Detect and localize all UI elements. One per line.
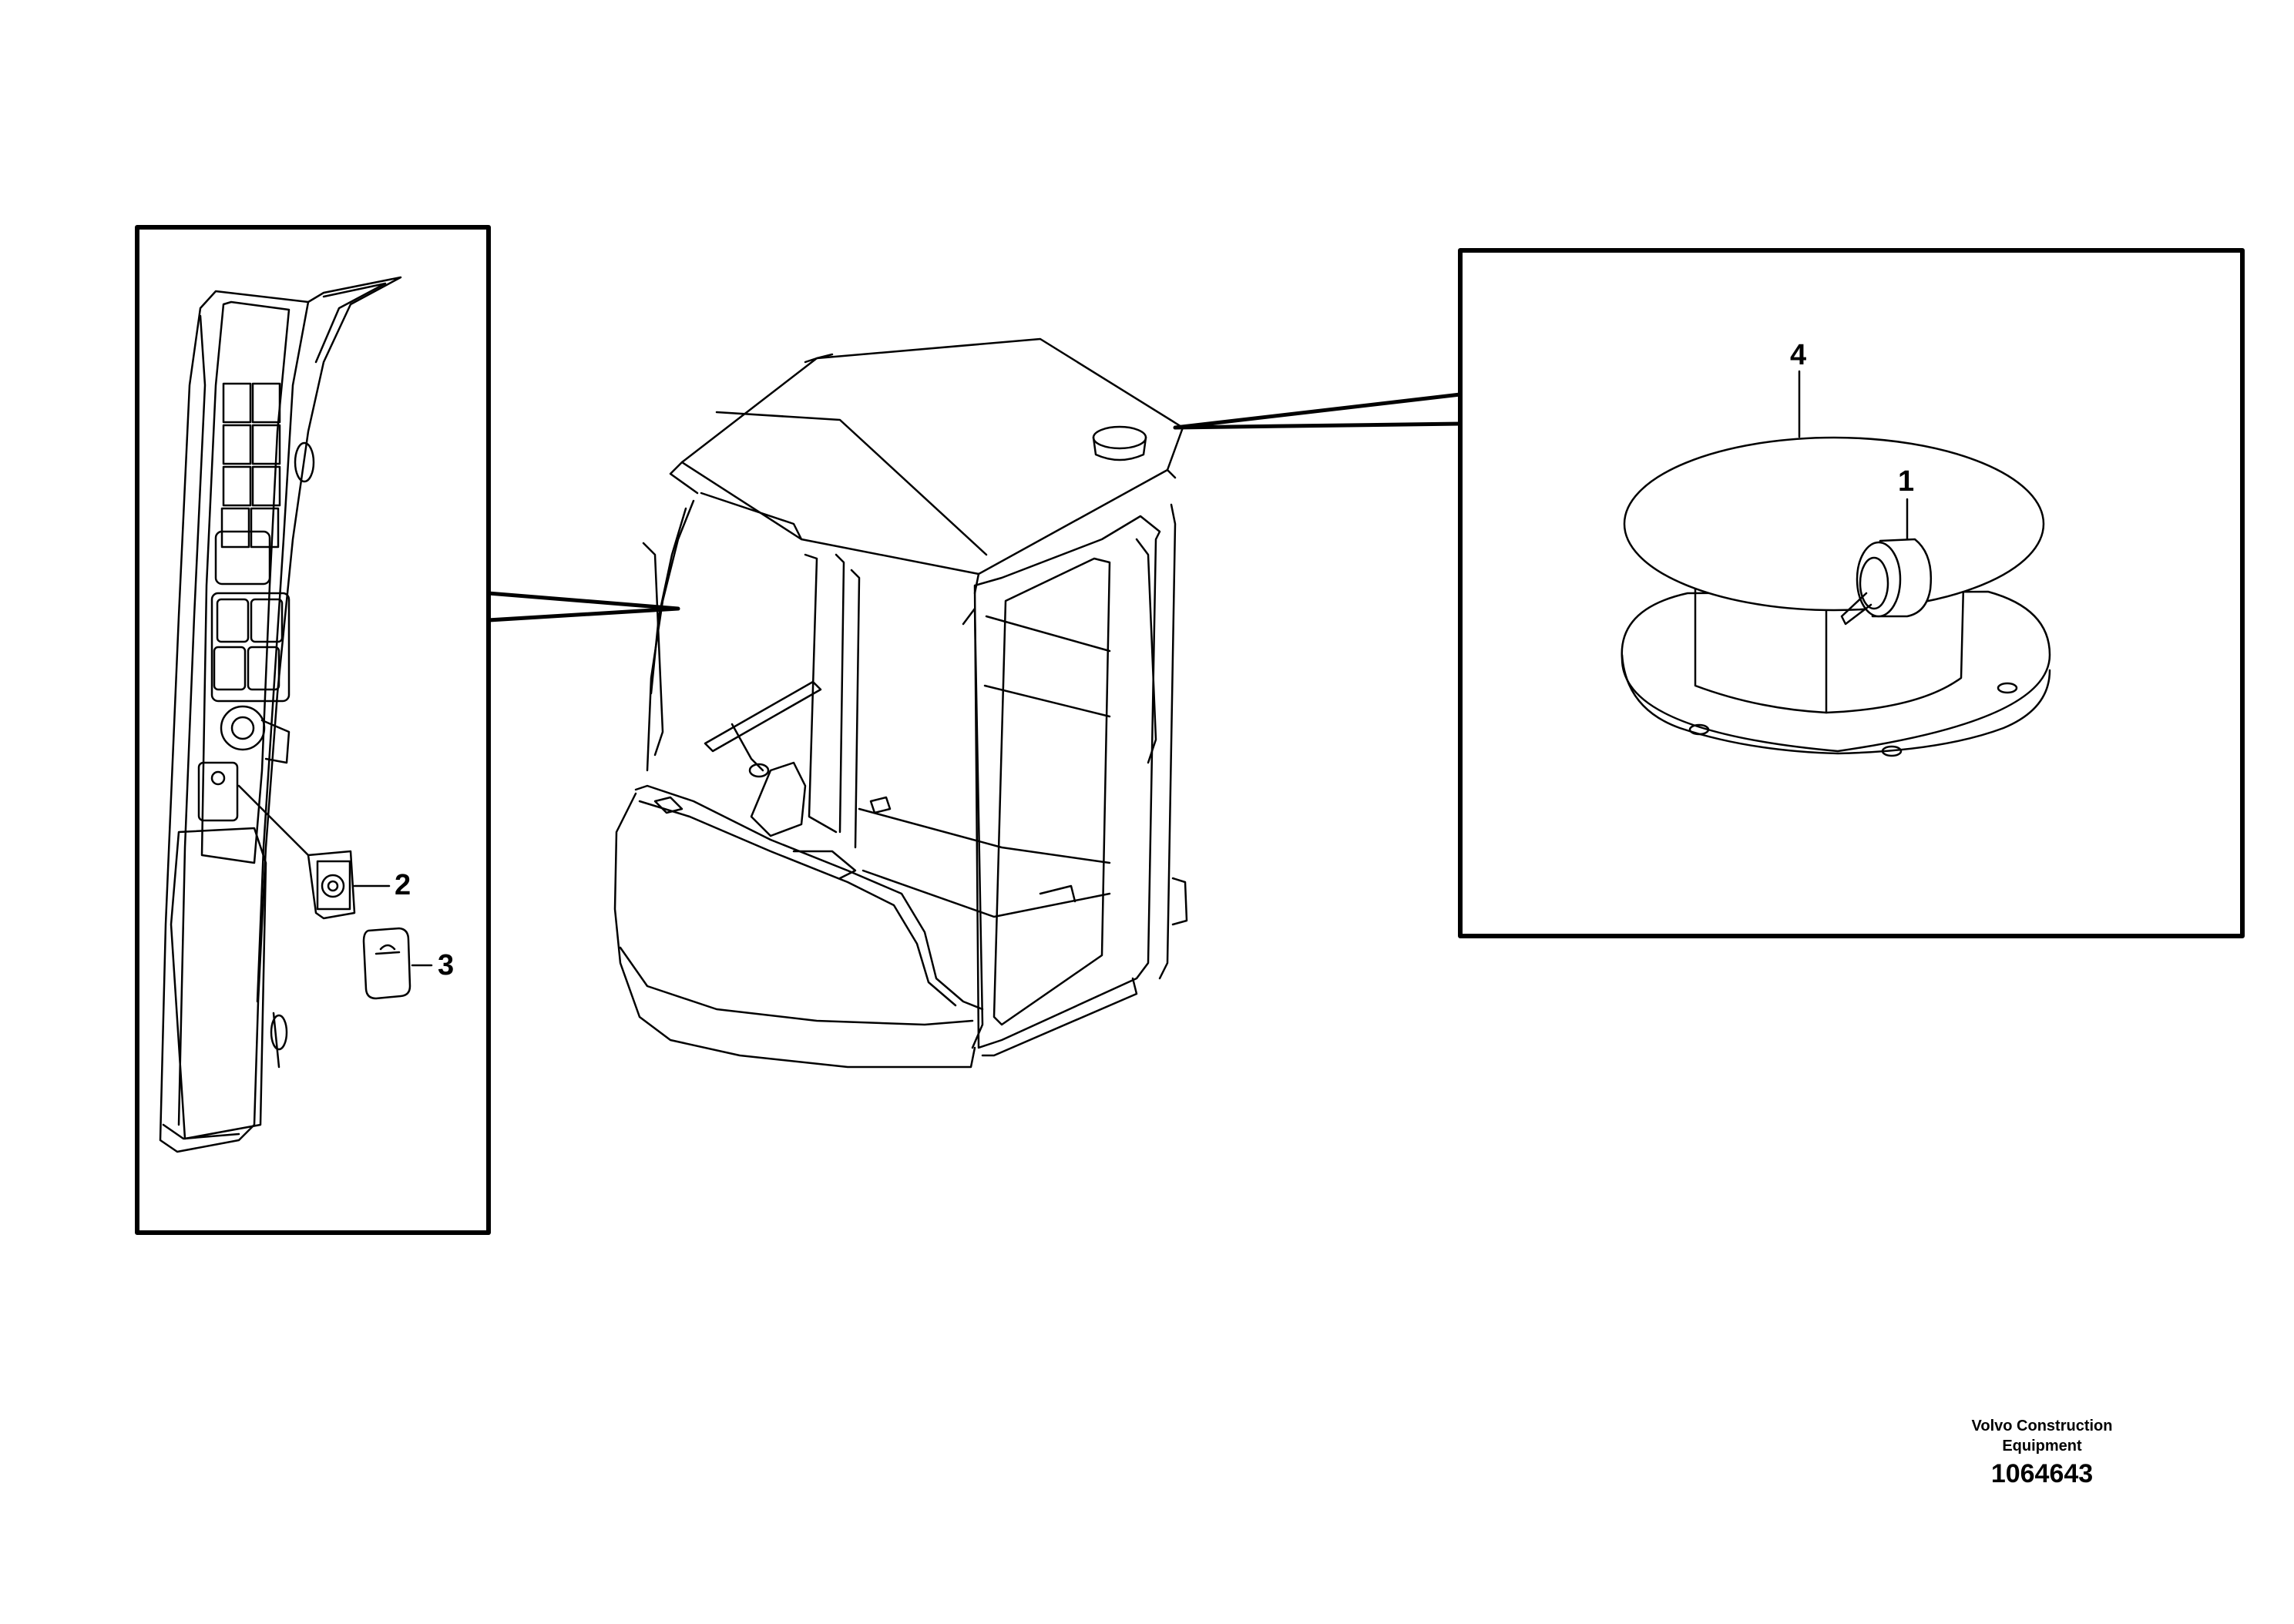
callout-1: 1 (1898, 465, 1915, 498)
right-detail-frame (1458, 248, 2245, 938)
callout-2: 2 (395, 869, 411, 901)
callout-4: 4 (1790, 339, 1807, 371)
callout-3: 3 (438, 949, 455, 981)
operator-cab (613, 337, 1188, 1069)
switch-cluster (197, 382, 315, 1069)
switch-exploded-parts (237, 784, 433, 1000)
brand-name: Volvo Construction Equipment (1942, 1416, 2142, 1456)
leader-left (486, 591, 680, 622)
brand-line-1: Volvo Construction (1971, 1418, 2113, 1434)
leader-right (1173, 392, 1463, 430)
drawing-number: 1064643 (1990, 1459, 2094, 1488)
left-detail-frame (135, 225, 491, 1235)
beacon-mount (1621, 370, 2051, 757)
brand-line-2: Equipment (2002, 1438, 2082, 1455)
a-pillar-panel (159, 276, 402, 1153)
